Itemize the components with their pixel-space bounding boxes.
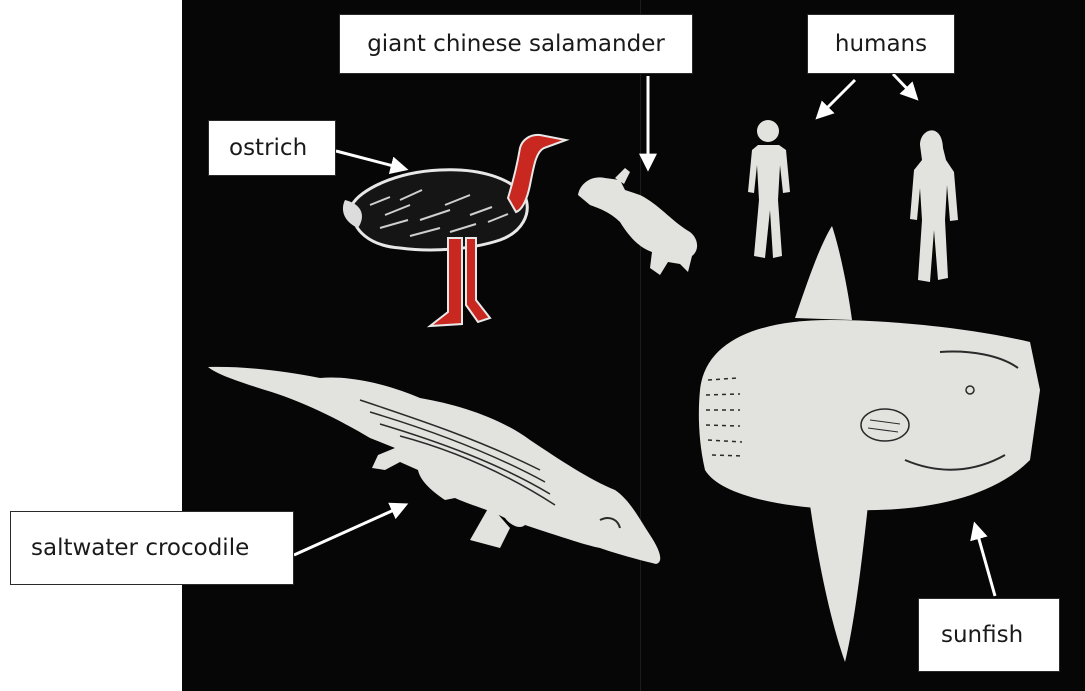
arrow-crocodile <box>294 505 405 555</box>
arrow-human-right <box>893 74 916 98</box>
arrow-sunfish <box>975 525 995 596</box>
label-humans: humans <box>807 14 955 74</box>
sunfish-cutout <box>699 226 1040 662</box>
human-cutout-right <box>910 130 958 282</box>
arrow-ostrich <box>336 151 405 169</box>
label-sunfish: sunfish <box>918 598 1060 672</box>
arrow-human-left <box>818 80 855 117</box>
ostrich-cutout <box>343 135 566 326</box>
label-ostrich: ostrich <box>208 120 336 176</box>
label-giant-chinese-salamander: giant chinese salamander <box>339 14 693 74</box>
salamander-cutout <box>578 168 697 275</box>
label-saltwater-crocodile: saltwater crocodile <box>10 511 294 585</box>
human-cutout-left <box>748 120 790 258</box>
